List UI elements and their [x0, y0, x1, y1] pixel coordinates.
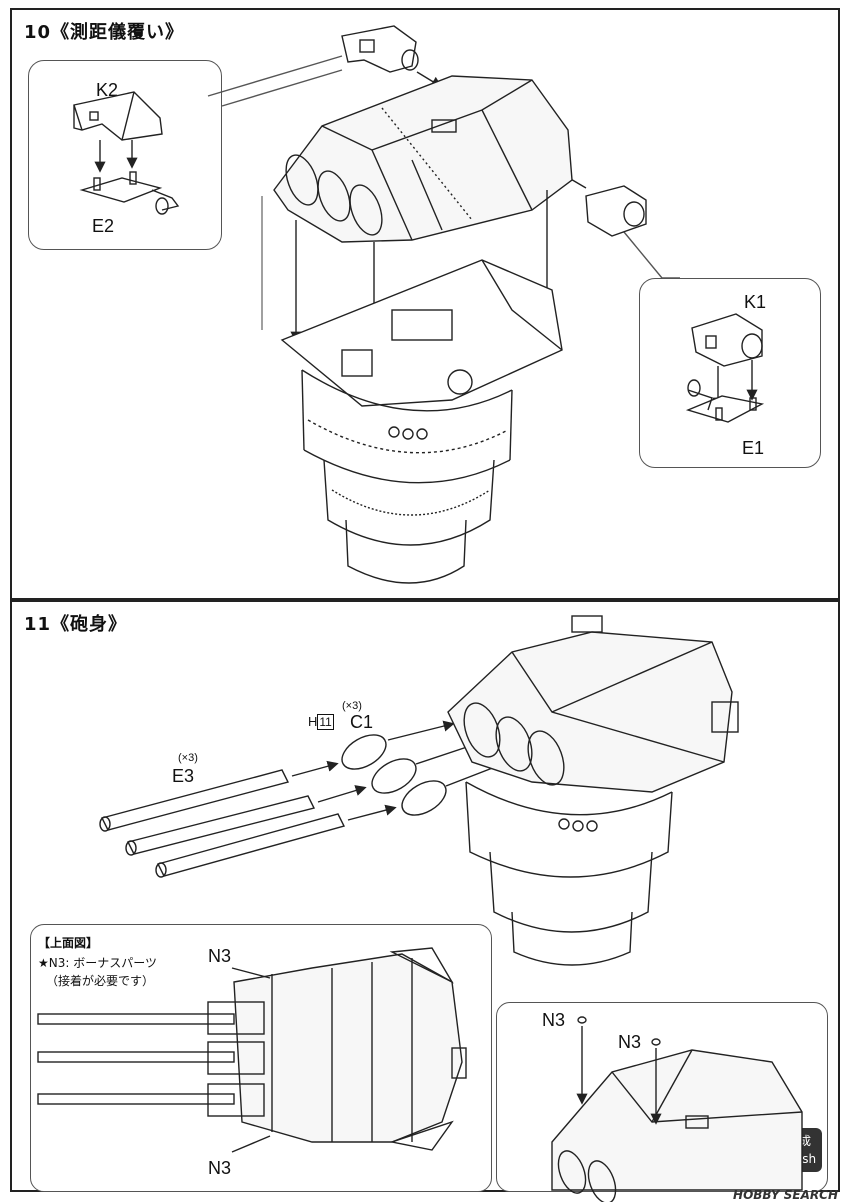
barrels-e3-drawing [99, 769, 346, 878]
runner-number: 11 [317, 714, 334, 730]
part-label-k2: K2 [96, 80, 119, 100]
step-11-heading: 11《砲身》 [24, 610, 127, 636]
turret-roof-drawing [273, 75, 573, 243]
step-11-drawing [37, 615, 803, 1202]
part-label-e3: E3 [172, 766, 195, 786]
glue-required-note: （接着が必要です） [46, 974, 155, 988]
part-label-k1: K1 [744, 292, 767, 312]
callout-k2-e2 [28, 60, 222, 250]
mantlets-c1-drawing [341, 734, 447, 816]
qty-e3: (×3) [178, 752, 198, 764]
step-10-drawing [73, 25, 765, 584]
step-10-panel: 10《測距儀覆い》 K2 E2 K1 E1 [10, 8, 840, 600]
turret-assembled-drawing [447, 615, 739, 966]
part-k2-icon [73, 91, 163, 141]
n3-label-detail-1: N3 [542, 1010, 566, 1030]
step-number: 10 [24, 22, 52, 43]
part-e2-icon [79, 171, 180, 215]
top-view-title: 【上面図】 [38, 936, 99, 950]
part-k1-floating-icon [549, 166, 647, 237]
step-10-heading: 10《測距儀覆い》 [24, 18, 184, 44]
n3-label-topview-upper: N3 [208, 946, 232, 966]
part-e1-icon [685, 379, 765, 423]
n3-label-detail-2: N3 [618, 1032, 642, 1052]
bonus-part-note: ★N3: ボーナスパーツ [38, 956, 157, 970]
part-k2-floating-icon [341, 25, 443, 88]
part-label-c1: C1 [350, 712, 374, 732]
step-title: 《測距儀覆い》 [51, 22, 185, 43]
qty-c1: (×3) [342, 700, 362, 712]
part-label-e1: E1 [742, 438, 765, 458]
step-title: 《砲身》 [51, 614, 128, 635]
turret-body-drawing [280, 259, 563, 584]
detail-drawing [551, 1016, 803, 1202]
watermark: HOBBY SEARCH [733, 1188, 838, 1202]
part-label-e2: E2 [92, 216, 115, 236]
runner-letter: H [308, 714, 318, 729]
top-view-drawing [37, 947, 467, 1153]
callout-k1-e1 [639, 278, 821, 468]
n3-label-topview-lower: N3 [208, 1158, 232, 1178]
part-k1-icon [691, 313, 763, 367]
step-number: 11 [24, 614, 52, 635]
